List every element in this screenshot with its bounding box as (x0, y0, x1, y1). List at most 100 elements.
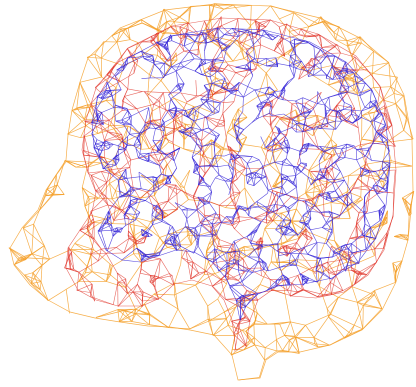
brain-edge (133, 144, 141, 146)
brain-edge (300, 114, 306, 119)
brain-edge (122, 63, 128, 71)
skull-edge (170, 26, 186, 37)
skull-edge (281, 23, 288, 37)
brain-edge (157, 151, 167, 156)
outer-edge (395, 103, 405, 131)
brain-edge (233, 240, 240, 252)
outer-edge (289, 339, 300, 354)
brain-edge (193, 110, 197, 121)
skull-edge (233, 191, 241, 193)
skull-edge (231, 244, 234, 249)
brain-edge (147, 161, 160, 166)
skull-edge (334, 181, 346, 200)
skull-edge (307, 58, 316, 64)
brain-edge (356, 149, 369, 151)
skull-edge (212, 285, 226, 300)
outer-edge (313, 337, 319, 348)
skull-edge (230, 196, 237, 210)
outer-edge (402, 197, 411, 206)
brain-edge (379, 209, 384, 215)
brain-edge (156, 205, 164, 213)
brain-edge (290, 55, 294, 65)
outer-edge (181, 244, 192, 251)
brain-edge (281, 147, 288, 149)
brain-edge (227, 263, 234, 267)
skull-edge (179, 44, 185, 52)
brain-edge (198, 59, 202, 67)
brain-edge (248, 249, 255, 258)
skull-edge (140, 272, 151, 276)
brain-edge (358, 110, 362, 117)
outer-edge (382, 142, 387, 162)
outer-edge (324, 155, 335, 162)
brain-edge (221, 221, 234, 224)
outer-edge (328, 316, 345, 339)
brain-edge (168, 94, 172, 99)
skull-edge (149, 281, 156, 288)
brain-edge (167, 226, 173, 234)
skull-edge (192, 136, 202, 141)
brain-edge (152, 221, 162, 226)
skull-edge (204, 116, 225, 122)
skull-edge (193, 197, 204, 200)
outer-edge (408, 205, 411, 216)
outer-edge (363, 294, 375, 306)
brain-edge (147, 153, 150, 162)
brain-edge (363, 223, 366, 236)
skull-edge (147, 192, 154, 209)
brain-edge (302, 277, 309, 280)
brain-edge (326, 165, 331, 169)
brain-edge (310, 211, 312, 219)
brain-edge (283, 141, 289, 147)
skull-edge (160, 258, 170, 274)
brain-edge (237, 31, 240, 37)
outer-edge (91, 106, 95, 120)
outer-edge (372, 51, 374, 74)
skull-edge (223, 91, 226, 103)
brain-edge (289, 41, 295, 45)
brain-edge (246, 64, 251, 70)
skull-edge (360, 142, 373, 145)
outer-edge (14, 264, 25, 276)
brain-edge (221, 216, 227, 223)
brain-edge (316, 242, 327, 244)
brain-edge (136, 247, 146, 255)
outer-edge (124, 310, 136, 315)
skull-edge (137, 273, 141, 285)
skull-edge (355, 225, 358, 237)
brain-edge (229, 181, 232, 191)
outer-edge (291, 208, 297, 223)
skull-edge (260, 44, 275, 52)
brain-edge (174, 202, 183, 211)
brain-edge (260, 101, 267, 103)
brain-edge (303, 242, 318, 248)
skull-edge (124, 152, 132, 161)
outer-edge (269, 161, 275, 166)
skull-edge (266, 212, 274, 222)
outer-edge (101, 57, 125, 67)
brain-edge (351, 113, 359, 117)
brain-edge (370, 121, 377, 132)
brain-edge (343, 77, 350, 88)
brain-edge (113, 107, 117, 122)
outer-edge (392, 262, 397, 274)
skull-edge (179, 26, 189, 30)
outer-edge (223, 4, 234, 10)
brain-edge (159, 165, 162, 175)
skull-edge (90, 92, 101, 105)
brain-edge (351, 201, 364, 213)
brain-edge (322, 227, 333, 234)
skull-edge (90, 175, 96, 191)
brain-edge (243, 122, 253, 130)
brain-edge (339, 112, 342, 122)
brain-edge (289, 55, 291, 66)
brain-edge (327, 54, 333, 67)
outer-edge (381, 217, 388, 223)
brain-edge (168, 98, 172, 111)
brain-edge (237, 264, 239, 271)
skull-edge (180, 190, 194, 199)
outer-edge (154, 182, 162, 196)
skull-edge (105, 182, 107, 197)
skull-edge (180, 36, 186, 40)
outer-edge (160, 66, 171, 81)
